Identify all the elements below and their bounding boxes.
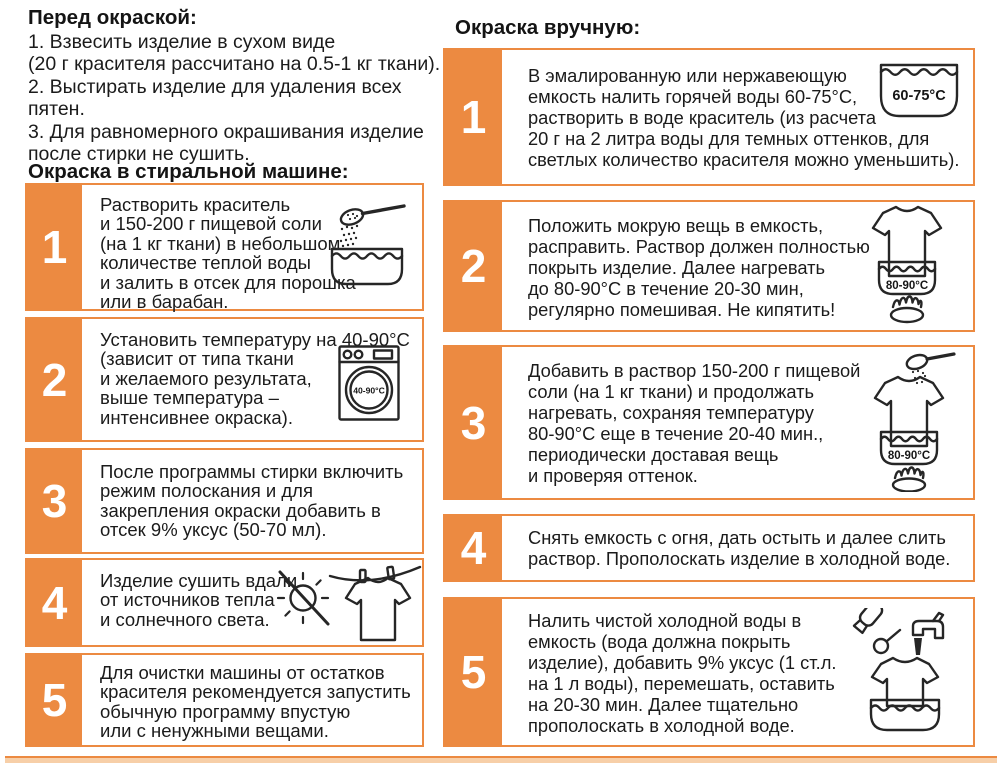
step-body: Снять емкость с огня, дать остыть и дале… bbox=[502, 516, 973, 580]
step-body: Налить чистой холодной воды в емкость (в… bbox=[502, 599, 973, 745]
temp-label: 40-90°C bbox=[353, 386, 385, 396]
hand-step-5: 5 Налить чистой холодной воды в емкость … bbox=[443, 597, 975, 747]
hand-dyeing-title: Окраска вручную: bbox=[455, 16, 641, 39]
step-number: 1 bbox=[27, 185, 82, 309]
step-text: В эмалированную или нержавеющую емкость … bbox=[528, 65, 960, 170]
hand-step-1: 1 В эмалированную или нержавеющую емкост… bbox=[443, 48, 975, 186]
temp-label: 80-90°C bbox=[886, 280, 928, 292]
step-body: После программы стирки включить режим по… bbox=[82, 450, 422, 552]
step-body: Растворить краситель и 150-200 г пищевой… bbox=[82, 185, 422, 313]
machine-step-3: 3 После программы стирки включить режим … bbox=[25, 448, 424, 554]
step-text: После программы стирки включить режим по… bbox=[100, 461, 404, 541]
next-section-strip bbox=[5, 756, 997, 763]
hand-step-2: 2 Положить мокрую вещь в емкость, распра… bbox=[443, 200, 975, 332]
step-text: Налить чистой холодной воды в емкость (в… bbox=[528, 610, 837, 736]
step-number: 1 bbox=[445, 50, 502, 184]
shirt-in-pot-on-flame-icon: 80-90°C bbox=[871, 205, 943, 324]
step-number: 2 bbox=[445, 202, 502, 330]
step-body: Добавить в раствор 150-200 г пищевой сол… bbox=[502, 347, 973, 498]
step-text: Снять емкость с огня, дать остыть и дале… bbox=[528, 527, 951, 569]
hot-water-pot-icon: 60-75°C bbox=[879, 63, 959, 118]
step-body: Положить мокрую вещь в емкость, расправи… bbox=[502, 202, 973, 330]
temp-label: 60-75°C bbox=[892, 88, 946, 104]
before-dyeing-text: 1. Взвесить изделие в сухом виде (20 г к… bbox=[28, 31, 441, 166]
no-sun-shirt-clothesline-icon bbox=[276, 565, 422, 642]
salt-spoon-pot-icon bbox=[330, 204, 406, 286]
step-body: Установить температуру на 40-90°С (завис… bbox=[82, 319, 422, 440]
step-body: Изделие сушить вдали от источников тепла… bbox=[82, 560, 422, 645]
step-text: Установить температуру на 40-90°С (завис… bbox=[100, 329, 410, 428]
hand-step-3: 3 Добавить в раствор 150-200 г пищевой с… bbox=[443, 345, 975, 500]
washing-machine-icon: 40-90°C bbox=[338, 345, 400, 421]
vinegar-faucet-shirt-basin-icon bbox=[852, 608, 945, 732]
step-number: 4 bbox=[27, 560, 82, 645]
step-number: 5 bbox=[445, 599, 502, 745]
hand-step-4: 4 Снять емкость с огня, дать остыть и да… bbox=[443, 514, 975, 582]
temp-label: 80-90°C bbox=[888, 450, 930, 462]
machine-dyeing-title: Окраска в стиральной машине: bbox=[28, 160, 349, 183]
step-text: Положить мокрую вещь в емкость, расправи… bbox=[528, 215, 870, 320]
salt-spoon-shirt-pot-flame-icon: 80-90°C bbox=[873, 352, 956, 492]
step-number: 2 bbox=[27, 319, 82, 440]
machine-step-5: 5 Для очистки машины от остатков красите… bbox=[25, 653, 424, 747]
machine-step-1: 1 Растворить краситель и 150-200 г пищев… bbox=[25, 183, 424, 311]
step-number: 3 bbox=[27, 450, 82, 552]
step-number: 3 bbox=[445, 347, 502, 498]
step-text: Растворить краситель и 150-200 г пищевой… bbox=[100, 194, 356, 313]
machine-step-4: 4 Изделие сушить вдали от источников теп… bbox=[25, 558, 424, 647]
before-dyeing-title: Перед окраской: bbox=[28, 6, 197, 29]
step-number: 5 bbox=[27, 655, 82, 745]
step-text: Изделие сушить вдали от источников тепла… bbox=[100, 570, 298, 630]
machine-step-2: 2 Установить температуру на 40-90°С (зав… bbox=[25, 317, 424, 442]
step-text: Добавить в раствор 150-200 г пищевой сол… bbox=[528, 360, 861, 486]
step-body: Для очистки машины от остатков красителя… bbox=[82, 655, 422, 745]
step-number: 4 bbox=[445, 516, 502, 580]
step-body: В эмалированную или нержавеющую емкость … bbox=[502, 50, 973, 184]
step-text: Для очистки машины от остатков красителя… bbox=[100, 662, 411, 742]
